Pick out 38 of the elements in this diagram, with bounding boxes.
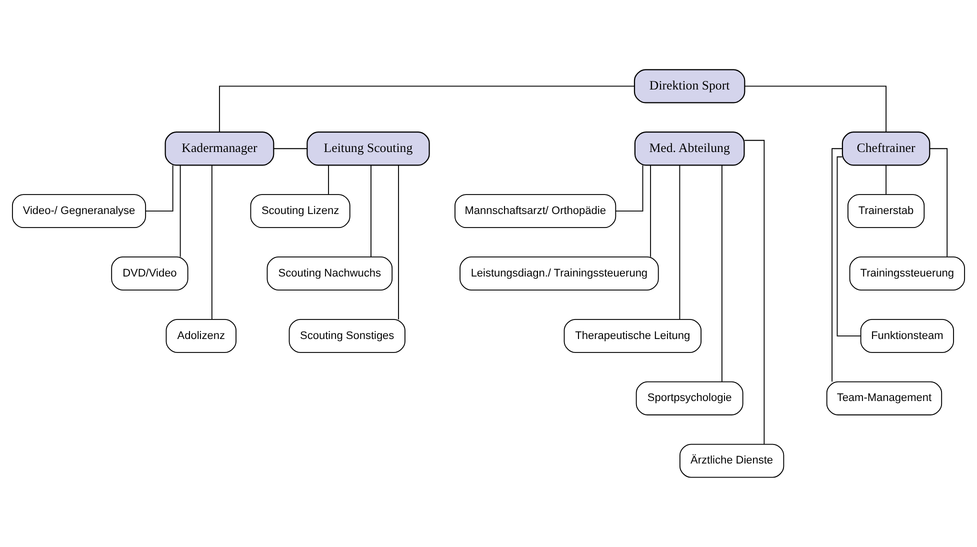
node-box: Scouting Nachwuchs [266, 256, 393, 290]
node-box: Leistungsdiagn./ Trainingssteuerung [460, 256, 659, 290]
node-box: Sportpsychologie [636, 381, 744, 416]
node-box: Trainerstab [848, 194, 925, 228]
connector [836, 156, 861, 336]
node-box: Mannschaftsarzt/ Orthopädie [454, 194, 616, 228]
connector [679, 164, 680, 320]
node-box: Kadermanager [164, 132, 274, 166]
node-box: Cheftrainer [842, 132, 930, 166]
node-box: Adolizenz [166, 318, 236, 353]
connector [615, 164, 644, 212]
connector [328, 164, 329, 195]
connector [744, 86, 887, 132]
node-box: Leitung Scouting [306, 132, 430, 166]
node-box: Therapeutische Leitung [564, 318, 702, 353]
connector [744, 140, 765, 444]
node-box: Trainingssteuerung [849, 256, 966, 290]
connector [274, 148, 308, 150]
connector [370, 164, 372, 258]
connector [650, 164, 651, 258]
connector [721, 164, 722, 382]
connector [832, 148, 843, 382]
node-box: Team-Management [826, 381, 942, 416]
connector [180, 164, 181, 258]
node-box: Scouting Sonstiges [288, 318, 406, 353]
node-box: Scouting Lizenz [250, 194, 350, 228]
connector [886, 164, 887, 195]
node-box: Ärztliche Dienste [679, 444, 784, 478]
node-box: Video-/ Gegneranalyse [12, 194, 146, 228]
connector [145, 164, 174, 212]
connector [211, 164, 212, 320]
connector [929, 148, 948, 258]
connector [219, 86, 635, 132]
node-box: Med. Abteilung [634, 132, 745, 166]
node-box: Funktionsteam [860, 318, 954, 353]
node-box: Direktion Sport [634, 69, 746, 104]
node-box: DVD/Video [111, 256, 188, 290]
connector [398, 164, 399, 320]
